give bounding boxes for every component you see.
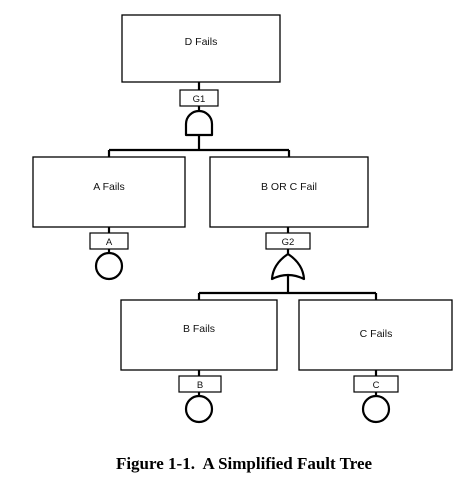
- event-box-c-fails: [298, 299, 453, 371]
- and-gate-g1: [184, 109, 214, 137]
- basic-event-circle-a: [94, 251, 124, 281]
- basic-event-circle-c: [361, 394, 391, 424]
- figure-caption: Figure 1-1. A Simplified Fault Tree: [116, 454, 373, 473]
- event-label-d-fails: D Fails: [185, 36, 218, 48]
- event-box-d-fails: [121, 14, 281, 83]
- basic-event-tag-label-b: B: [197, 380, 203, 391]
- event-box-b-fails: [120, 299, 278, 371]
- event-box-b-or-c-fail: [209, 156, 369, 228]
- gate-tag-label-g1: G1: [193, 94, 206, 105]
- event-box-a-fails: [32, 156, 186, 228]
- basic-event-circle-b: [184, 394, 214, 424]
- gate-tag-label-g2: G2: [282, 237, 295, 248]
- basic-event-tag-label-a: A: [106, 237, 113, 248]
- event-label-b-or-c-fail: B OR C Fail: [261, 181, 317, 193]
- basic-event-tag-label-c: C: [373, 380, 380, 391]
- event-label-a-fails: A Fails: [93, 181, 125, 193]
- event-label-b-fails: B Fails: [183, 323, 215, 335]
- event-label-c-fails: C Fails: [360, 328, 393, 340]
